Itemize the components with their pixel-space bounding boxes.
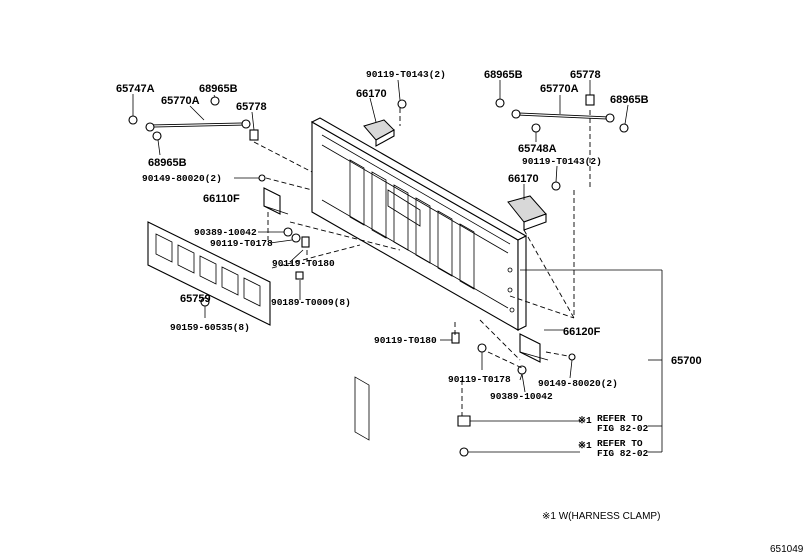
leader-lines <box>132 79 663 453</box>
label-90119-T0143-right: 90119-T0143(2) <box>522 156 602 167</box>
label-68965B-right-bottom: 68965B <box>610 94 649 106</box>
label-90119-T0178-left: 90119-T0178 <box>210 238 273 249</box>
label-90389-left: 90389-10042 <box>194 227 257 238</box>
inner-cover-plate <box>147 221 271 326</box>
label-90189: 90189-T0009(8) <box>271 297 351 308</box>
label-65778-right: 65778 <box>570 69 601 81</box>
label-66110F: 66110F <box>203 193 240 205</box>
label-66120F: 66120F <box>563 326 601 338</box>
label-65700: 65700 <box>671 355 702 367</box>
top-handle <box>363 119 395 147</box>
label-90159: 90159-60535(8) <box>170 322 250 333</box>
reference-note-2: ※1 REFER TO FIG 82-02 <box>578 438 649 459</box>
label-90119-T0178-right: 90119-T0178 <box>448 374 511 385</box>
ref2-line1: REFER TO <box>597 438 643 449</box>
right-support-cable <box>511 109 615 123</box>
assembly-lines <box>253 108 591 416</box>
label-90119-T0143-top: 90119-T0143(2) <box>366 69 446 80</box>
label-66170-top: 66170 <box>356 88 387 100</box>
figure-number: 651049 <box>770 544 804 555</box>
footnote: ※1 W(HARNESS CLAMP) <box>542 511 660 522</box>
ref2-mark: ※1 <box>578 440 592 451</box>
label-90119-T0180-left: 90119-T0180 <box>272 258 335 269</box>
ref1-line1: REFER TO <box>597 413 643 424</box>
tailgate-panel <box>310 117 528 441</box>
right-hinge-bracket <box>519 333 549 363</box>
label-65770A-right: 65770A <box>540 83 579 95</box>
label-68965B-left-top: 68965B <box>199 83 238 95</box>
reference-note-1: ※1 REFER TO FIG 82-02 <box>578 413 649 434</box>
left-hinge-bracket <box>263 187 289 215</box>
label-90389-right: 90389-10042 <box>490 391 553 402</box>
label-66170-right: 66170 <box>508 173 539 185</box>
fasteners <box>128 94 629 457</box>
label-65759: 65759 <box>180 293 211 305</box>
label-65778-left: 65778 <box>236 101 267 113</box>
label-68965B-left-bottom: 68965B <box>148 157 187 169</box>
label-90149-right: 90149-80020(2) <box>538 378 618 389</box>
label-90149-left: 90149-80020(2) <box>142 173 222 184</box>
rib-1 <box>354 376 370 441</box>
label-65748A: 65748A <box>518 143 557 155</box>
ref1-line2: FIG 82-02 <box>597 423 649 434</box>
label-65770A-left: 65770A <box>161 95 200 107</box>
ref1-mark: ※1 <box>578 415 592 426</box>
label-65747A: 65747A <box>116 83 155 95</box>
label-90119-T0180-right: 90119-T0180 <box>374 335 437 346</box>
label-68965B-right-top: 68965B <box>484 69 523 81</box>
ref2-line2: FIG 82-02 <box>597 448 649 459</box>
left-support-cable <box>145 119 251 132</box>
right-handle <box>507 195 547 231</box>
